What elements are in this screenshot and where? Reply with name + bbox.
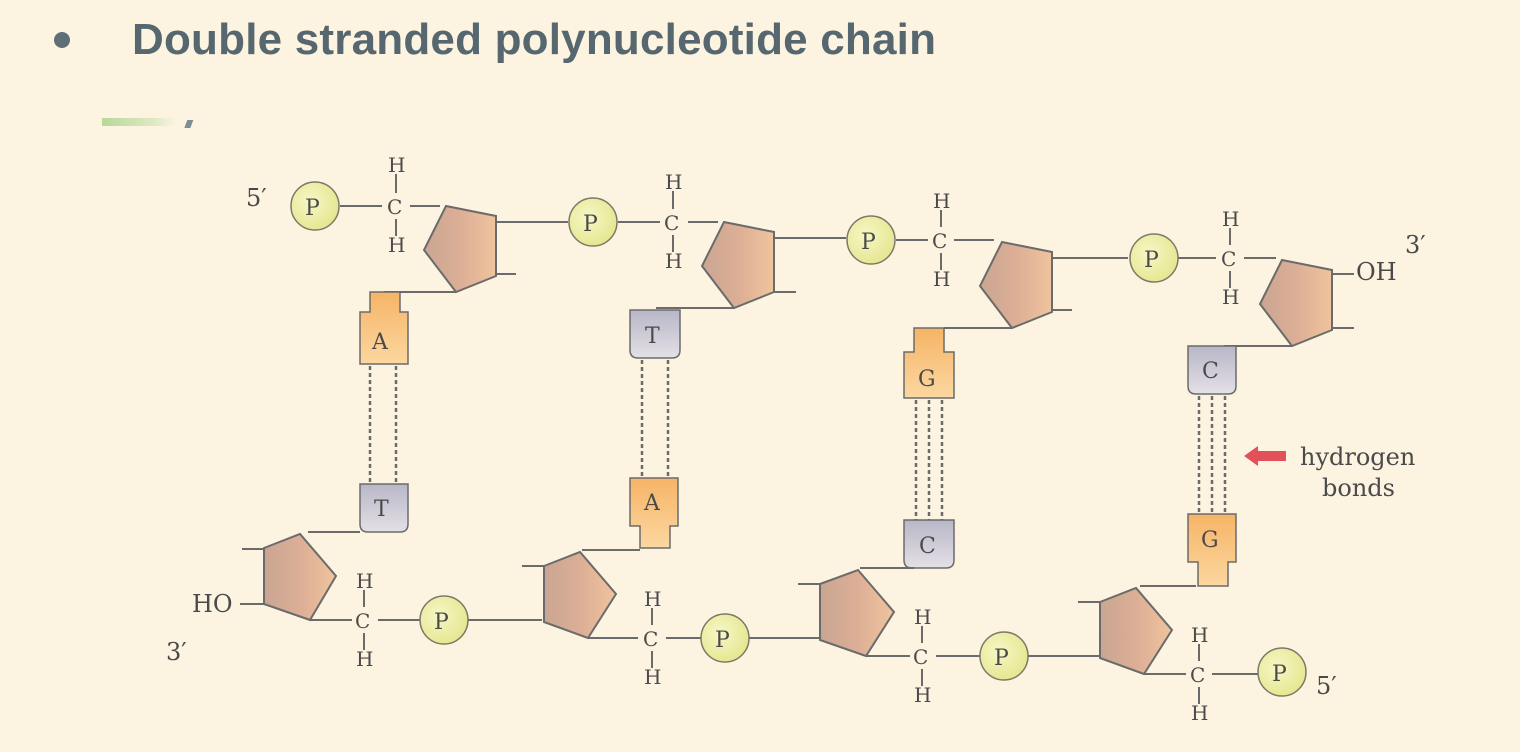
top-nucleotide-1: P C H H bbox=[290, 153, 568, 294]
carbon-label: C bbox=[355, 609, 370, 633]
hydrogen-label: H bbox=[1222, 285, 1239, 309]
base-thymine-top bbox=[629, 309, 681, 359]
bottom-strand-3prime-label: 3′ bbox=[166, 638, 187, 666]
base-adenine-bottom bbox=[629, 477, 679, 549]
deoxyribose-sugar bbox=[978, 240, 1053, 330]
hydrogen-label: H bbox=[1191, 701, 1208, 725]
bottom-strand-ho-label: HO bbox=[192, 590, 233, 618]
phosphate-label: P bbox=[994, 646, 1009, 671]
annotation-line-1: hydrogen bbox=[1300, 443, 1415, 471]
carbon-label: C bbox=[913, 645, 928, 669]
base-cytosine-top bbox=[1187, 345, 1237, 395]
carbon-label: C bbox=[932, 229, 947, 253]
annotation-line-2: bonds bbox=[1322, 474, 1395, 502]
base-adenine-top bbox=[359, 291, 409, 365]
hydrogen-label: H bbox=[644, 665, 661, 689]
base-pair-2: T A bbox=[629, 309, 681, 549]
deoxyribose-sugar bbox=[1099, 586, 1174, 676]
top-nucleotide-3: P C H H bbox=[846, 189, 1128, 330]
hydrogen-label: H bbox=[356, 647, 373, 671]
slide-title-row: Double stranded polynucleotide chain bbox=[52, 10, 936, 70]
carbon-label: C bbox=[387, 195, 402, 219]
hydrogen-label: H bbox=[388, 233, 405, 257]
bottom-nucleotide-1: C H H P bbox=[240, 531, 542, 671]
phosphate-label: P bbox=[583, 212, 598, 237]
phosphate-label: P bbox=[715, 628, 730, 653]
phosphate-label: P bbox=[861, 230, 876, 255]
deoxyribose-sugar bbox=[1258, 258, 1333, 348]
phosphate-group bbox=[290, 181, 340, 231]
base-label: G bbox=[1201, 528, 1219, 553]
base-label: T bbox=[645, 324, 660, 349]
bullet-icon bbox=[54, 32, 70, 48]
base-cytosine-bottom bbox=[903, 519, 955, 569]
hydrogen-label: H bbox=[644, 587, 661, 611]
hydrogen-label: H bbox=[1222, 207, 1239, 231]
phosphate-label: P bbox=[1144, 248, 1159, 273]
base-label: C bbox=[919, 534, 936, 559]
pointer-arrow-icon bbox=[1244, 446, 1286, 466]
base-label: G bbox=[918, 367, 936, 392]
top-strand-3prime-label: 3′ bbox=[1405, 231, 1426, 259]
base-label: A bbox=[371, 330, 389, 355]
base-pair-3: G C bbox=[903, 327, 955, 569]
top-nucleotide-4: P C H H bbox=[1129, 207, 1354, 348]
phosphate-group bbox=[846, 215, 896, 265]
base-label: T bbox=[374, 497, 389, 522]
carbon-label: C bbox=[1190, 663, 1205, 687]
top-strand-oh-label: OH bbox=[1356, 258, 1397, 286]
bottom-strand-5prime-label: 5′ bbox=[1316, 672, 1337, 700]
base-thymine-bottom bbox=[359, 483, 409, 533]
deoxyribose-sugar bbox=[700, 220, 775, 310]
phosphate-group bbox=[1257, 647, 1307, 697]
base-guanine-top bbox=[903, 327, 955, 399]
base-pair-4: C G bbox=[1187, 345, 1237, 587]
phosphate-label: P bbox=[305, 196, 320, 221]
phosphate-label: P bbox=[434, 610, 449, 635]
base-pair-1: A T bbox=[359, 291, 409, 533]
base-label: C bbox=[1202, 359, 1219, 384]
bottom-nucleotide-2: C H H P bbox=[522, 549, 820, 689]
base-label: A bbox=[643, 491, 661, 516]
hydrogen-label: H bbox=[914, 683, 931, 707]
top-strand-5prime-label: 5′ bbox=[246, 184, 267, 212]
phosphate-label: P bbox=[1272, 662, 1287, 687]
carbon-label: C bbox=[664, 211, 679, 235]
hydrogen-label: H bbox=[933, 189, 950, 213]
phosphate-group bbox=[1129, 233, 1179, 283]
deoxyribose-sugar bbox=[263, 532, 338, 622]
hydrogen-label: H bbox=[665, 249, 682, 273]
slide-title: Double stranded polynucleotide chain bbox=[132, 15, 937, 64]
hydrogen-label: H bbox=[356, 569, 373, 593]
carbon-label: C bbox=[1221, 247, 1236, 271]
carbon-label: C bbox=[643, 627, 658, 651]
phosphate-group bbox=[568, 197, 618, 247]
bottom-nucleotide-4: C H H P bbox=[1078, 585, 1307, 725]
hydrogen-label: H bbox=[933, 267, 950, 291]
deoxyribose-sugar bbox=[819, 568, 896, 658]
hydrogen-label: H bbox=[914, 605, 931, 629]
base-guanine-bottom bbox=[1187, 513, 1237, 587]
hydrogen-label: H bbox=[1191, 623, 1208, 647]
top-strand: 5′ 3′ OH P C H H P C H bbox=[246, 153, 1426, 348]
hydrogen-bonds-annotation: hydrogen bonds bbox=[1244, 443, 1415, 502]
bottom-nucleotide-3: C H H P bbox=[798, 567, 1100, 707]
bottom-strand: HO 3′ 5′ C H H P bbox=[166, 531, 1337, 725]
image-fragment-decoration bbox=[102, 118, 194, 128]
hydrogen-label: H bbox=[388, 153, 405, 177]
hydrogen-label: H bbox=[665, 170, 682, 194]
top-nucleotide-2: P C H H bbox=[568, 170, 846, 310]
deoxyribose-sugar bbox=[422, 204, 497, 294]
deoxyribose-sugar bbox=[543, 550, 618, 640]
